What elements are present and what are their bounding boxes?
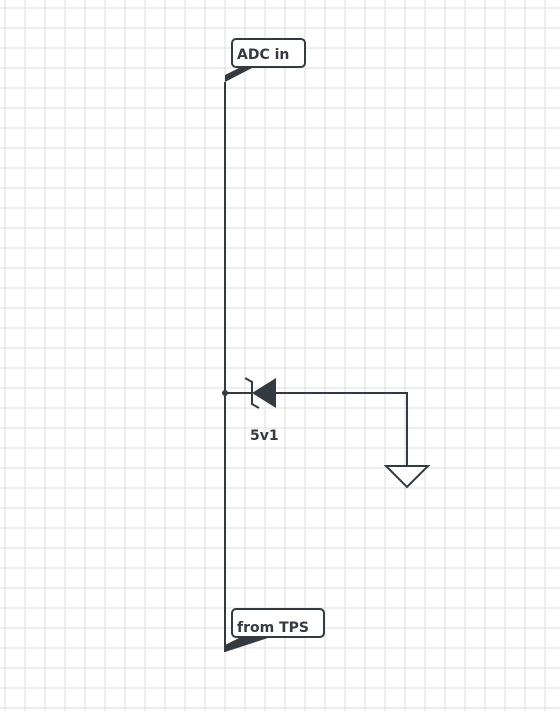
zener-cathode-bar bbox=[244, 377, 260, 409]
net-label-pointer bbox=[225, 638, 268, 652]
net-label-pointer bbox=[225, 68, 252, 82]
ground-icon[interactable] bbox=[383, 465, 431, 489]
net-label-adc-in[interactable]: ADC in bbox=[225, 38, 306, 82]
zener-value-label: 5v1 bbox=[250, 428, 279, 444]
net-label-box bbox=[231, 38, 306, 68]
net-label-text: from TPS bbox=[237, 620, 309, 636]
zener-diode-body bbox=[252, 378, 276, 408]
zener-diode-icon[interactable] bbox=[244, 377, 276, 409]
net-label-from-tps[interactable]: from TPS bbox=[225, 608, 325, 652]
net-label-text: ADC in bbox=[237, 47, 289, 63]
net-label-box bbox=[231, 608, 325, 638]
wire-zener-to-ground[interactable] bbox=[276, 392, 408, 466]
